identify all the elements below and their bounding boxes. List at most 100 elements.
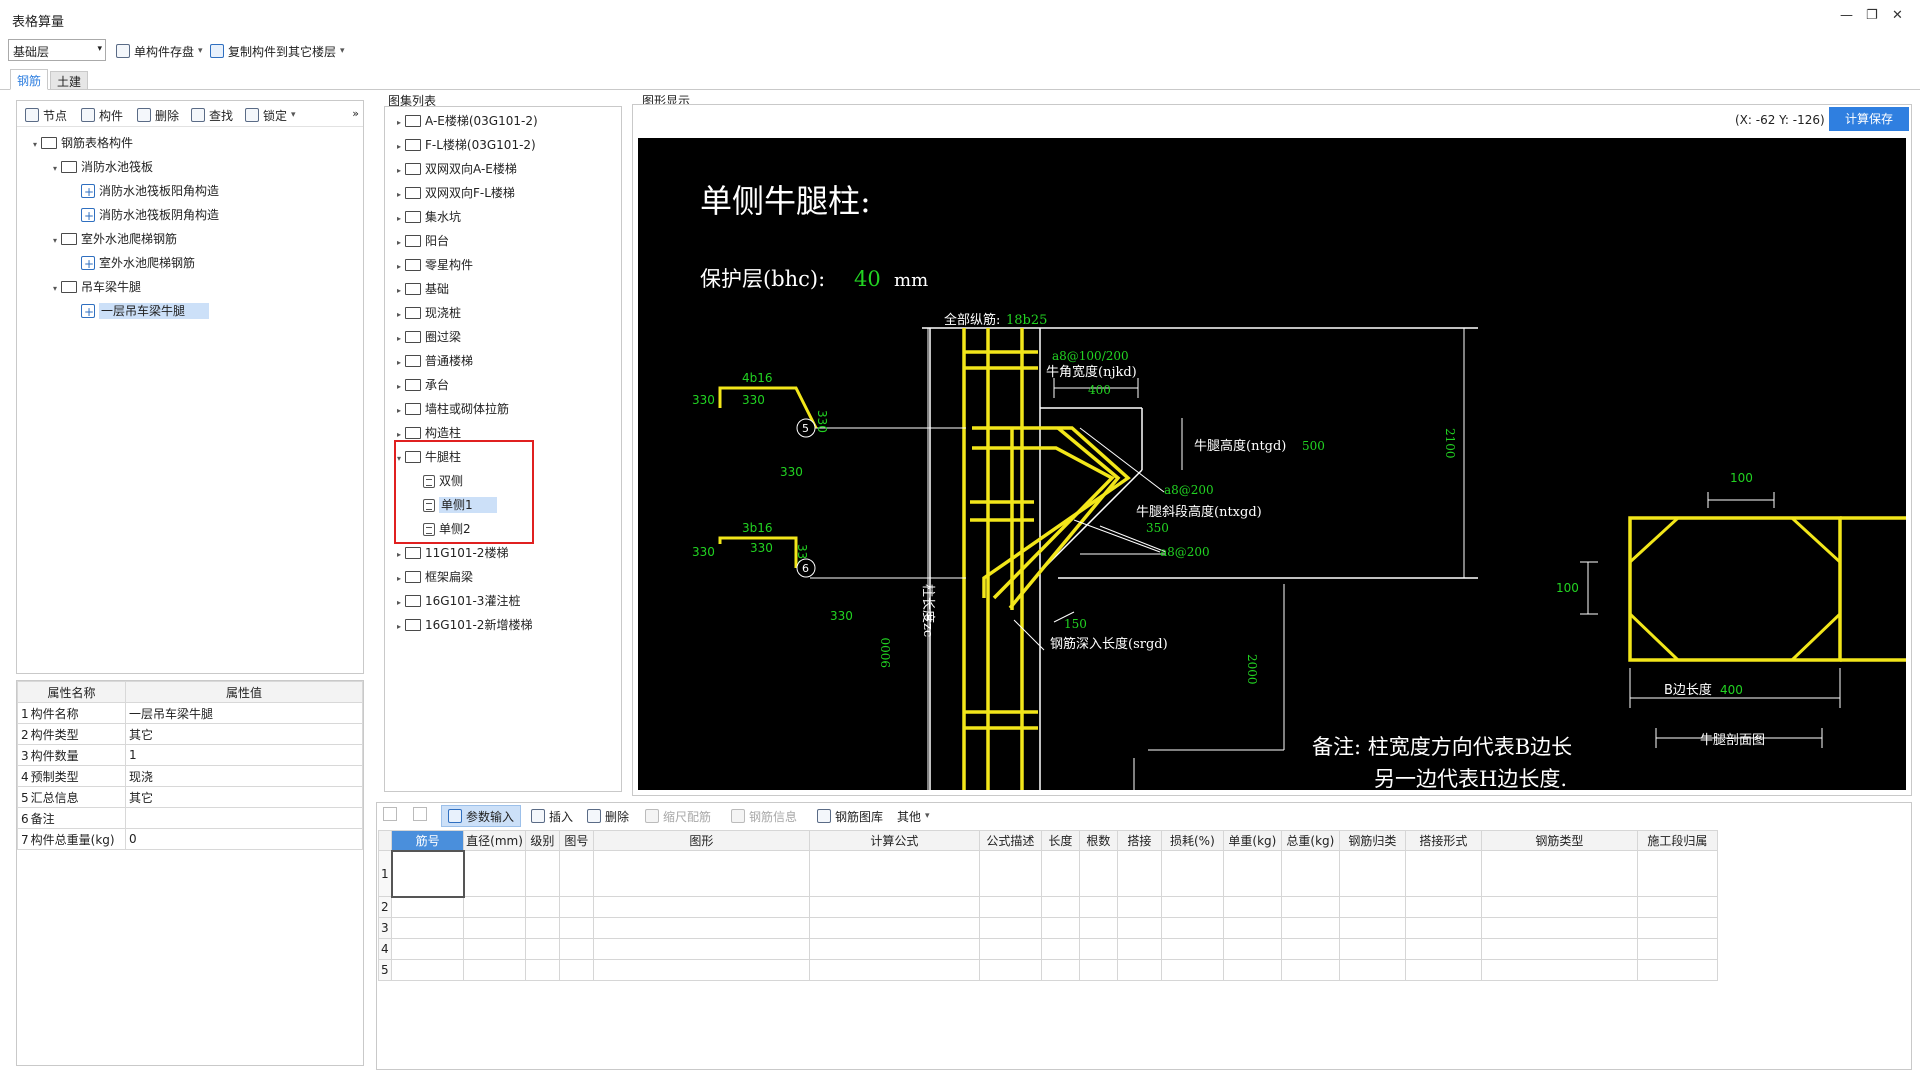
grid-cell[interactable]	[558, 959, 594, 981]
stirrup-a[interactable]: a8@200	[1164, 483, 1214, 497]
atlas-tree-item[interactable]: ▸基础	[393, 279, 449, 299]
grid-cell[interactable]	[1040, 959, 1080, 981]
grid-cell[interactable]	[1280, 938, 1340, 960]
atlas-tree-item[interactable]: ▸集水坑	[393, 207, 461, 227]
expand-toggle-icon[interactable]: ▸	[396, 262, 401, 271]
calc-save-button[interactable]: 计算保存	[1829, 107, 1909, 131]
bar-shape-6[interactable]: 3b16 330 330 330 330 6	[692, 521, 853, 623]
component-tree-item[interactable]: 室外水池爬梯钢筋	[69, 253, 195, 274]
atlas-tree-item[interactable]: 单侧2	[411, 519, 471, 539]
component-tree-item[interactable]: ▾吊车梁牛腿	[49, 277, 141, 297]
grid-cell[interactable]	[1040, 850, 1080, 897]
save-single-component-button[interactable]: 单构件存盘 ▾	[110, 40, 209, 62]
component-button[interactable]: 构件	[75, 104, 129, 126]
grid-cell[interactable]	[1338, 850, 1406, 897]
grid-cell[interactable]	[1480, 959, 1638, 981]
grid-cell[interactable]	[592, 896, 810, 918]
table-row[interactable]: 1	[377, 849, 1718, 898]
atlas-tree-item[interactable]: ▸现浇桩	[393, 303, 461, 323]
grid-cell[interactable]	[1040, 896, 1080, 918]
toolbar-more-button[interactable]: »	[352, 107, 359, 120]
expand-toggle-icon[interactable]: ▾	[52, 164, 57, 173]
grid-cell[interactable]	[1636, 959, 1718, 981]
close-button[interactable]: ✕	[1892, 8, 1903, 23]
expand-toggle-icon[interactable]: ▾	[52, 284, 57, 293]
sec-100-top[interactable]: 100	[1730, 471, 1753, 485]
grid-cell[interactable]	[524, 917, 560, 939]
expand-toggle-icon[interactable]: ▸	[396, 286, 401, 295]
table-row[interactable]: 4	[377, 938, 1718, 960]
atlas-tree-item[interactable]: ▸16G101-3灌注桩	[393, 591, 520, 611]
grid-column-header[interactable]: 直径(mm)	[463, 830, 526, 851]
grid-cell[interactable]	[592, 850, 810, 897]
grid-cell[interactable]	[1480, 938, 1638, 960]
slope-height-value[interactable]: 350	[1146, 521, 1169, 535]
expand-toggle-icon[interactable]: ▸	[396, 118, 401, 127]
insert-row-button[interactable]: 插入	[525, 805, 579, 827]
grid-cell[interactable]	[1040, 917, 1080, 939]
grid-cell[interactable]	[524, 850, 560, 897]
grid-cell[interactable]	[524, 959, 560, 981]
grid-cell[interactable]	[1116, 938, 1162, 960]
node-button[interactable]: 节点	[19, 104, 73, 126]
grid-cell[interactable]	[463, 959, 526, 981]
grid-cell[interactable]	[1480, 850, 1638, 897]
grid-cell[interactable]	[1078, 850, 1118, 897]
other-menu-button[interactable]: 其他▾	[891, 805, 936, 827]
grid-cell[interactable]	[1116, 917, 1162, 939]
atlas-tree-item[interactable]: ▸墙柱或砌体拉筋	[393, 399, 509, 419]
grid-cell[interactable]	[391, 959, 465, 981]
grid-cell[interactable]	[1160, 959, 1224, 981]
stirrup-b[interactable]: a8@200	[1160, 545, 1210, 559]
expand-toggle-icon[interactable]: ▸	[396, 598, 401, 607]
component-tree-item[interactable]: ▾钢筋表格构件	[29, 133, 133, 153]
expand-toggle-icon[interactable]: ▸	[396, 142, 401, 151]
grid-cell[interactable]	[1404, 917, 1482, 939]
atlas-tree-item[interactable]: ▸框架扁梁	[393, 567, 473, 587]
cover-value[interactable]: 40	[854, 267, 881, 291]
atlas-tree-item[interactable]: ▸双网双向F-L楼梯	[393, 183, 515, 203]
grid-cell[interactable]	[463, 917, 526, 939]
grid-cell[interactable]	[1160, 917, 1224, 939]
copy-to-floor-button[interactable]: 复制构件到其它楼层 ▾	[204, 40, 351, 62]
grid-cell[interactable]	[463, 850, 526, 897]
grid-column-header[interactable]: 筋号	[391, 830, 465, 851]
grid-column-header[interactable]: 公式描述	[978, 830, 1042, 851]
grid-cell[interactable]	[391, 896, 465, 918]
atlas-tree-item[interactable]: 双侧	[411, 471, 463, 491]
grid-column-header[interactable]: 施工段归属	[1636, 830, 1718, 851]
grid-cell[interactable]	[1280, 959, 1340, 981]
table-row[interactable]: 2	[377, 896, 1718, 918]
embed-value[interactable]: 150	[1064, 617, 1087, 631]
atlas-tree-item[interactable]: ▸承台	[393, 375, 449, 395]
tab-rebar[interactable]: 钢筋	[10, 69, 49, 90]
grid-cell[interactable]	[1078, 896, 1118, 918]
grid-cell[interactable]	[1404, 938, 1482, 960]
dim-2000[interactable]: 2000	[1245, 654, 1259, 685]
atlas-tree-item[interactable]: ▸阳台	[393, 231, 449, 251]
grid-cell[interactable]	[808, 917, 980, 939]
rebar-info-button[interactable]: 钢筋信息	[725, 805, 803, 827]
atlas-tree-item[interactable]: ▸A-E楼梯(03G101-2)	[393, 111, 538, 131]
grid-cell[interactable]	[1078, 959, 1118, 981]
grid-cell[interactable]	[1338, 938, 1406, 960]
atlas-tree-item[interactable]: ▸圈过梁	[393, 327, 461, 347]
sec-100-left[interactable]: 100	[1556, 581, 1579, 595]
expand-toggle-icon[interactable]: ▸	[396, 622, 401, 631]
atlas-tree-item[interactable]: ▾牛腿柱	[393, 447, 461, 467]
grid-column-header[interactable]: 钢筋类型	[1480, 830, 1638, 851]
expand-toggle-icon[interactable]: ▸	[396, 214, 401, 223]
grid-cell[interactable]	[1160, 896, 1224, 918]
grid-cell[interactable]	[1636, 896, 1718, 918]
expand-toggle-icon[interactable]: ▾	[52, 236, 57, 245]
leg-height-value[interactable]: 500	[1302, 439, 1325, 453]
rebar-library-button[interactable]: 钢筋图库	[811, 805, 889, 827]
grid-cell[interactable]	[808, 959, 980, 981]
table-row[interactable]: 3	[377, 917, 1718, 939]
atlas-tree-item[interactable]: ▸构造柱	[393, 423, 461, 443]
atlas-tree-item[interactable]: 单侧1	[411, 495, 497, 515]
